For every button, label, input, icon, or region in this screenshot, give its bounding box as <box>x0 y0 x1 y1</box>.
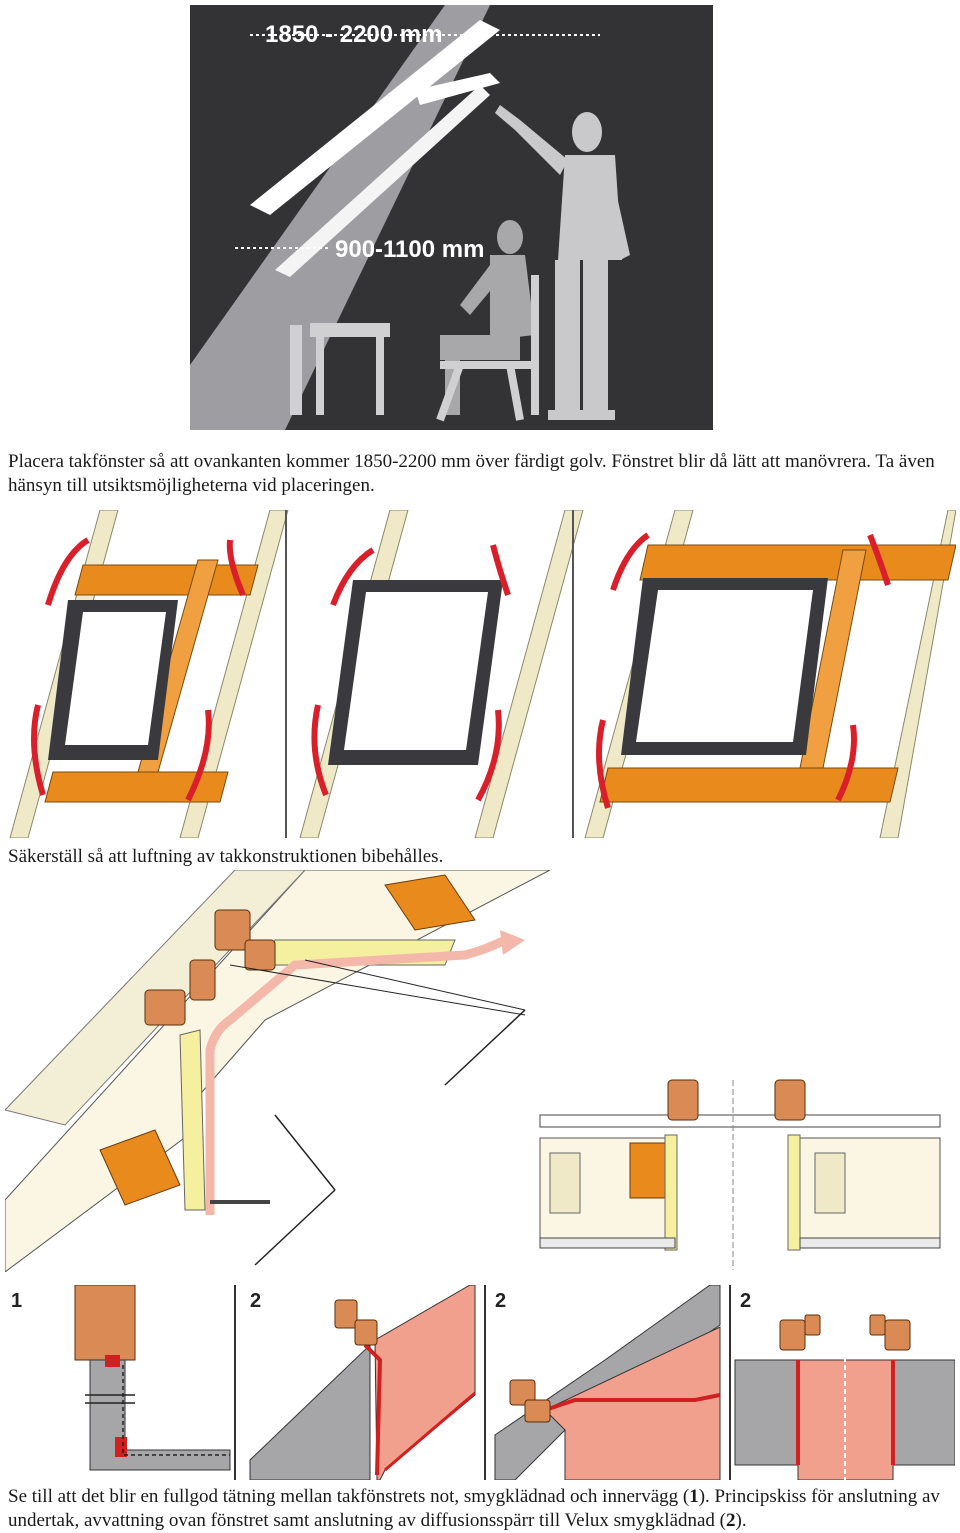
batten-lower <box>99 1129 181 1206</box>
dimension-line-2 <box>274 1114 336 1191</box>
window-sash-open <box>415 73 500 105</box>
window-pane-upper <box>250 20 500 215</box>
caption-placement: Placera takfönster så att ovankanten kom… <box>8 451 935 496</box>
detail-panel-3: 2 <box>494 1285 731 1480</box>
caption-sealing-part-e: ). <box>735 1510 747 1531</box>
chair-and-table <box>290 275 539 422</box>
light-path-arrow <box>205 935 508 1215</box>
ventilation-illustration <box>8 510 956 838</box>
caption-sealing-part-a: Se till att det blir en fullgod tätning … <box>8 1486 690 1507</box>
panel-number-1: 1 <box>11 1290 22 1312</box>
panel-number-3: 2 <box>495 1290 506 1312</box>
sloped-roof-section <box>5 870 551 1272</box>
detail-panel-4: 2 <box>734 1290 955 1480</box>
sitting-person-figure <box>440 220 535 415</box>
placement-height-illustration: 1850 - 2200 mm 900-1100 mm <box>190 5 713 430</box>
panel-number-2: 2 <box>250 1290 261 1312</box>
ventilation-panel-right <box>572 510 956 838</box>
panel-number-4: 2 <box>740 1290 751 1312</box>
standing-person-figure <box>495 105 630 420</box>
batten-upper <box>384 874 476 931</box>
dimension-line-1 <box>444 1009 526 1086</box>
window-frame-profile <box>144 909 276 1026</box>
air-arrow <box>45 537 90 606</box>
bottom-dimension-label: 900-1100 mm <box>335 236 484 263</box>
caption-sealing-ref-2: 2 <box>726 1510 736 1531</box>
flat-ceiling-section <box>539 1079 941 1270</box>
window-pane-lower <box>275 85 490 277</box>
caption-sealing-ref-1: 1 <box>689 1486 699 1507</box>
caption-ventilation: Säkerställ så att luftning av takkonstru… <box>8 846 444 867</box>
section-drawings <box>5 870 955 1272</box>
caption-sealing: Se till att det blir en fullgod tätning … <box>8 1485 952 1533</box>
caption-sealing-part-c: ). Principskiss för anslutning av undert… <box>8 1486 940 1531</box>
ventilation-panel-left <box>9 510 289 838</box>
detail-panel-1: 1 <box>11 1285 236 1480</box>
sealing-detail-panels: 1 2 2 2 <box>5 1285 955 1480</box>
ventilation-panel-middle <box>285 510 584 838</box>
top-dimension-label: 1850 - 2200 mm <box>265 21 442 48</box>
detail-panel-2: 2 <box>249 1285 486 1480</box>
